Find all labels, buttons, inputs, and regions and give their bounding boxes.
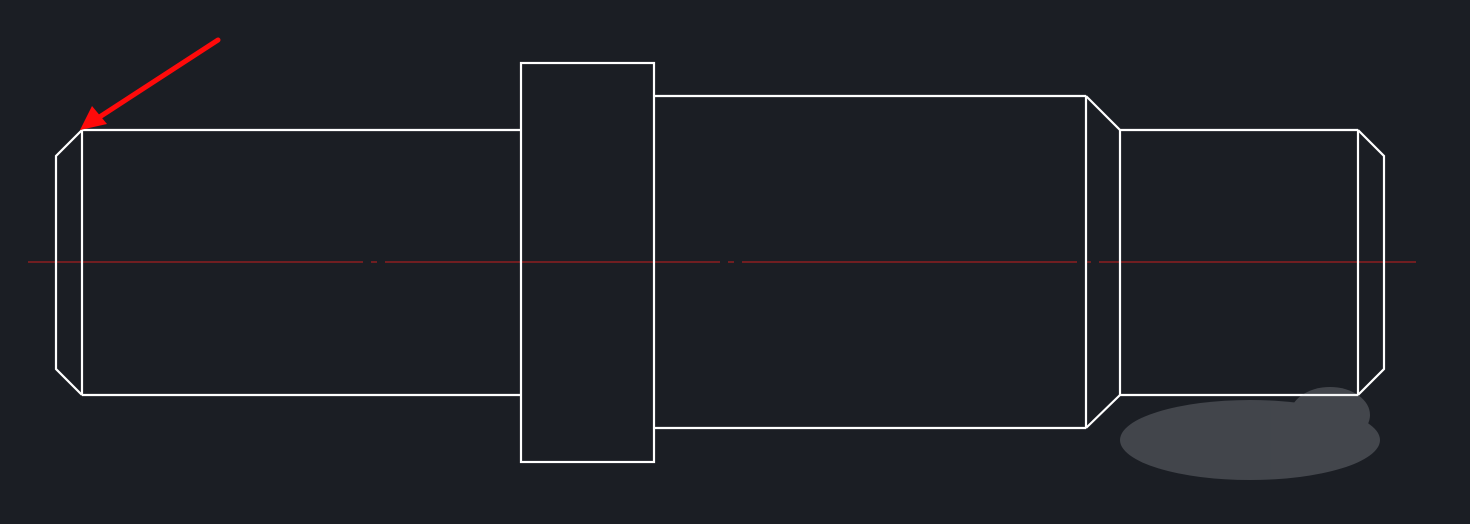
left-end-chamfer (54, 129, 83, 396)
step-chamfer-top (1085, 95, 1121, 131)
watermark-smudge (1120, 387, 1380, 480)
right-end-chamfer (1357, 129, 1386, 396)
annotation-arrow (80, 37, 221, 130)
collar-section (519, 61, 656, 464)
step-chamfer-bottom (1085, 394, 1121, 429)
